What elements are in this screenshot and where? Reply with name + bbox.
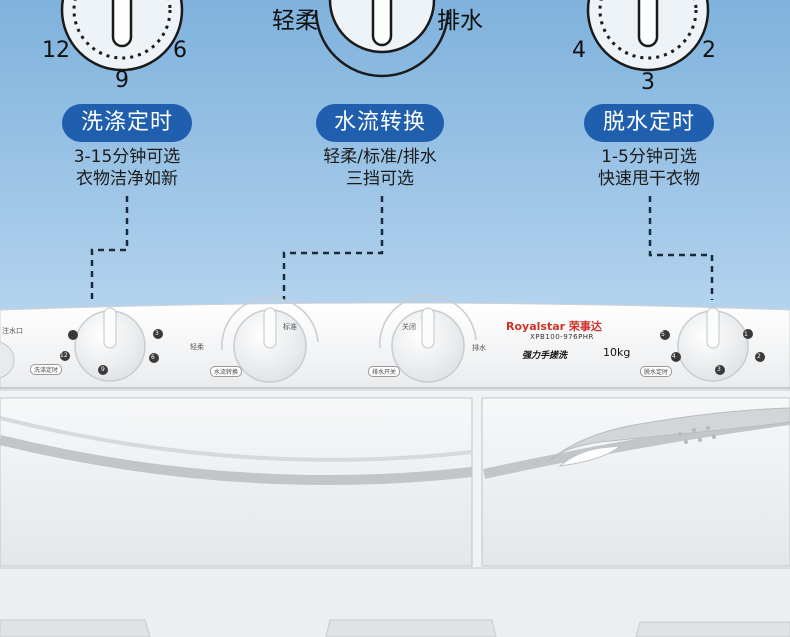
drain-panel-label: 排水 bbox=[472, 344, 486, 352]
wash-timer-desc-line2: 衣物洁净如新 bbox=[76, 169, 178, 189]
wash-timer-desc-line1: 3-15分钟可选 bbox=[73, 147, 181, 167]
spin-timer-badge: 脱水定时 bbox=[584, 104, 714, 142]
wash-timer-panel-label: 洗涤定时 bbox=[30, 364, 63, 375]
spin-timer-knob[interactable] bbox=[677, 307, 749, 382]
standard-panel-label: 标准 bbox=[283, 323, 297, 331]
slogan-text: 强力手搓洗 bbox=[522, 351, 568, 361]
wash-dial-number-12: 12 bbox=[42, 38, 70, 63]
water-flow-desc-line2: 三挡可选 bbox=[346, 169, 414, 189]
wash-dial-number-6: 6 bbox=[173, 38, 187, 63]
wash-dial-num-9: 9 bbox=[101, 366, 105, 373]
water-flow-dial-zoom bbox=[314, 0, 450, 78]
capacity-text: 10kg bbox=[603, 346, 631, 359]
water-flow-badge: 水流转换 bbox=[316, 104, 444, 142]
drain-switch-panel-label: 排水开关 bbox=[368, 366, 401, 377]
wash-dial-number-9: 9 bbox=[115, 68, 129, 93]
spin-dial-num-4: 4 bbox=[672, 353, 676, 360]
washing-machine-body bbox=[0, 295, 790, 637]
wash-timer-dial-zoom bbox=[60, 0, 184, 72]
wash-dial-num-12: 12 bbox=[60, 352, 68, 359]
soft-panel-label: 轻柔 bbox=[190, 343, 204, 351]
drain-knob[interactable] bbox=[379, 295, 477, 383]
spin-timer-dial-zoom bbox=[586, 0, 710, 72]
spin-dial-number-2: 2 bbox=[702, 38, 716, 63]
wash-dial-num-6: 6 bbox=[151, 354, 155, 361]
soft-label-zoom: 轻柔 bbox=[272, 8, 318, 34]
spin-dial-number-4: 4 bbox=[572, 38, 586, 63]
spin-dial-num-2: 2 bbox=[757, 353, 761, 360]
wash-timer-badge: 洗涤定时 bbox=[62, 104, 192, 142]
spin-timer-desc-line1: 1-5分钟可选 bbox=[601, 147, 697, 167]
spin-dial-num-5: 5 bbox=[661, 331, 665, 338]
water-flow-knob[interactable] bbox=[221, 297, 319, 383]
zoomed-dials-graphic bbox=[60, 0, 714, 300]
wash-dial-num-15: 15 bbox=[68, 331, 76, 338]
spin-timer-desc-line2: 快速甩干衣物 bbox=[598, 169, 700, 189]
connector-lines bbox=[90, 196, 714, 300]
drain-label-zoom: 排水 bbox=[437, 8, 483, 34]
spin-dial-num-1: 1 bbox=[744, 331, 748, 338]
model-number: XPB100-976PHR bbox=[530, 333, 594, 341]
wash-dial-num-3: 3 bbox=[155, 330, 159, 337]
spin-timer-panel-label: 脱水定时 bbox=[640, 366, 673, 377]
wash-timer-knob[interactable] bbox=[74, 307, 146, 382]
brand-logo: Royalstar 荣事达 bbox=[506, 320, 602, 333]
water-flow-desc-line1: 轻柔/标准/排水 bbox=[323, 147, 437, 167]
inlet-label: 注水口 bbox=[2, 327, 23, 335]
spin-dial-num-3: 3 bbox=[717, 366, 721, 373]
water-flow-panel-label: 水流转换 bbox=[210, 366, 243, 377]
spin-dial-number-3: 3 bbox=[641, 70, 655, 95]
closed-panel-label: 关闭 bbox=[402, 323, 416, 331]
